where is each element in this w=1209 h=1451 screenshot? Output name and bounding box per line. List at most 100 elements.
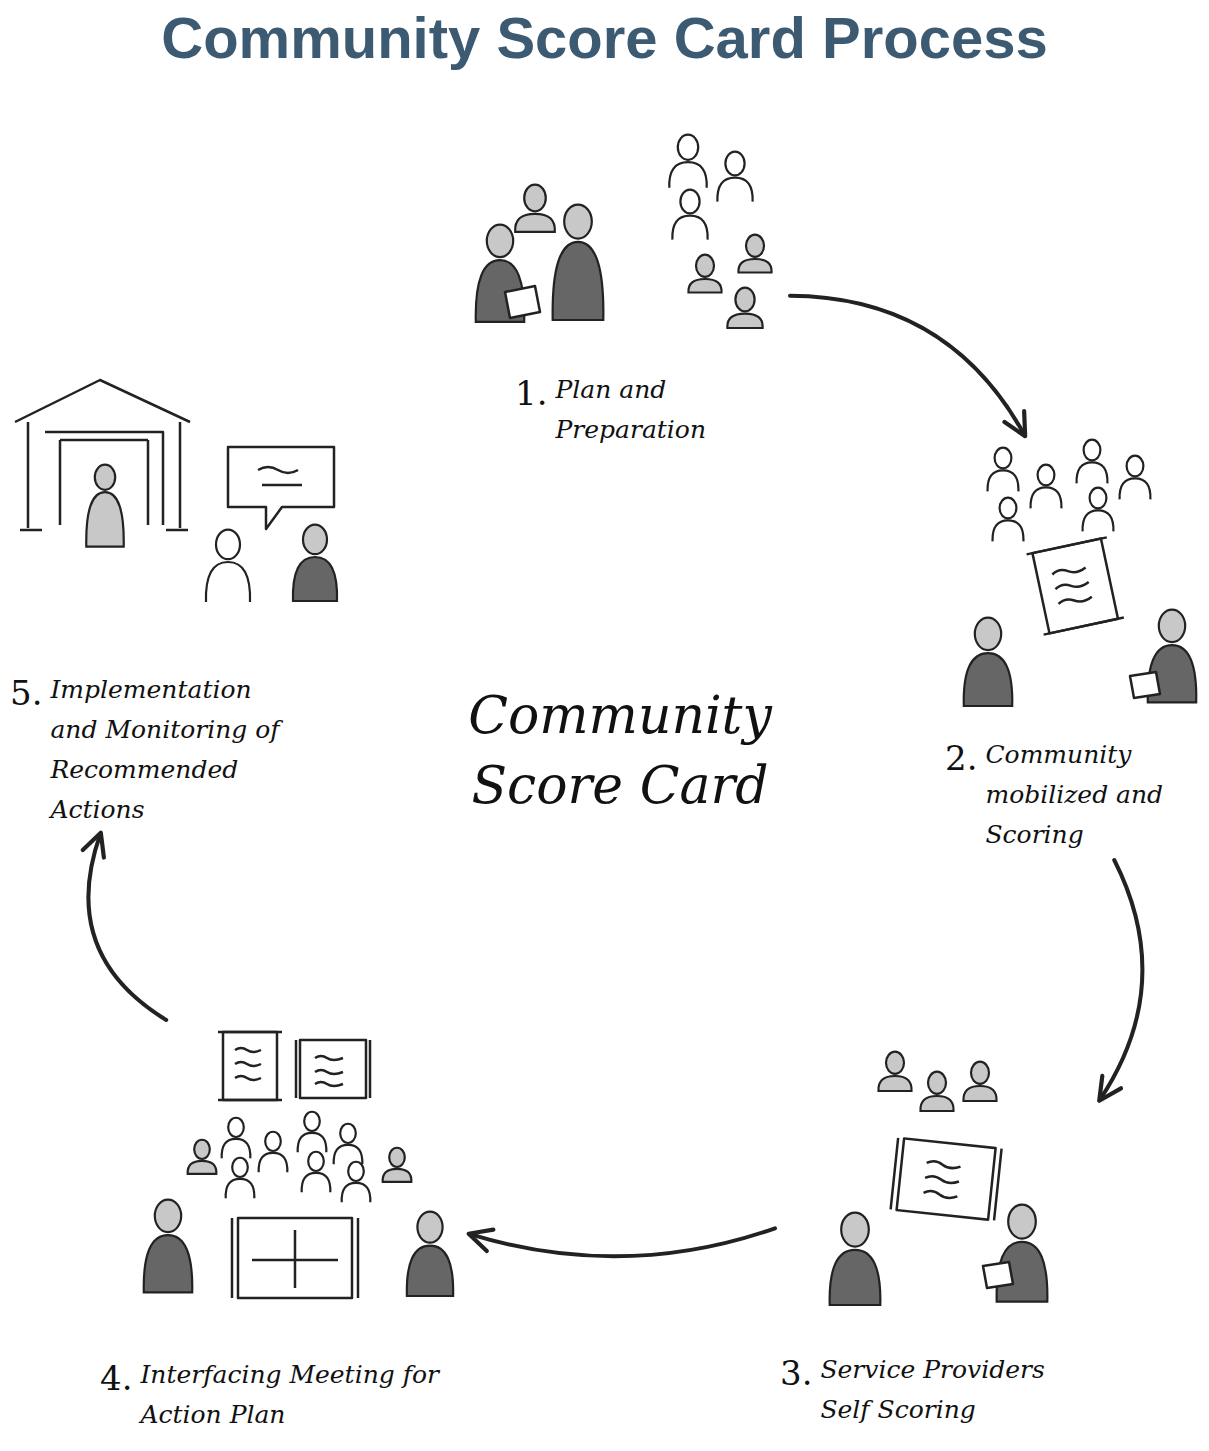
step-text: 4.Interfacing Meeting for Action Plan	[100, 1355, 440, 1435]
person-icon	[515, 185, 555, 232]
person-body	[688, 279, 721, 293]
person-icon	[1083, 488, 1114, 532]
person-head	[564, 205, 592, 239]
person-head	[995, 448, 1012, 469]
step-number: 3.	[780, 1356, 812, 1390]
person-body	[144, 1235, 193, 1292]
person-head	[232, 1158, 248, 1177]
person-icon	[878, 1052, 911, 1091]
person-icon	[206, 530, 250, 602]
person-icon	[717, 152, 752, 202]
person-head	[1038, 465, 1055, 486]
step-number: 1.	[515, 376, 547, 410]
person-icon	[144, 1200, 193, 1293]
person-icon	[1031, 465, 1062, 509]
person-icon	[738, 235, 771, 273]
person-icon	[727, 288, 762, 328]
cycle-arrow	[1100, 860, 1142, 1100]
person-body	[988, 470, 1019, 491]
person-icon	[293, 525, 337, 601]
person-icon	[259, 1132, 288, 1173]
person-head	[194, 1140, 210, 1159]
step-text: 1.Plan and Preparation	[515, 370, 735, 450]
step-label: Service Providers Self Scoring	[820, 1350, 1090, 1430]
cycle-arrow	[790, 296, 1024, 435]
speech-bubble	[228, 447, 334, 529]
speech-lines	[258, 467, 302, 485]
person-icon	[222, 1118, 251, 1159]
step-text: 2.Community mobilized and Scoring	[945, 735, 1190, 855]
step-number: 2.	[945, 741, 977, 775]
person-body	[738, 259, 771, 273]
person-head	[975, 618, 1001, 651]
person-body	[188, 1161, 217, 1174]
person-head	[524, 185, 546, 212]
person-icon	[383, 1148, 412, 1182]
person-icon	[298, 1112, 327, 1153]
person-head	[678, 135, 698, 160]
step-label: Plan and Preparation	[555, 370, 735, 450]
person-icon	[1120, 456, 1151, 500]
person-icon	[688, 255, 721, 293]
person-body	[878, 1076, 911, 1091]
person-body	[717, 178, 752, 202]
person-body	[1120, 478, 1151, 499]
person-body	[669, 162, 707, 188]
building	[20, 422, 188, 530]
person-body	[86, 492, 124, 546]
person-body	[383, 1169, 412, 1182]
person-head	[303, 525, 327, 555]
person-body	[226, 1179, 255, 1199]
person-head	[95, 465, 115, 490]
person-head	[308, 1152, 324, 1171]
person-head	[1084, 440, 1101, 461]
person-head	[1127, 456, 1144, 477]
person-body	[553, 242, 604, 320]
person-head	[886, 1052, 904, 1074]
process-step: 5.Implementation and Monitoring of Recom…	[8, 375, 350, 834]
person-body	[259, 1153, 288, 1173]
person-head	[304, 1112, 320, 1131]
process-step: 4.Interfacing Meeting for Action Plan	[95, 1020, 470, 1440]
person-head	[1090, 488, 1107, 509]
paper	[983, 1262, 1013, 1288]
step-number: 4.	[100, 1361, 132, 1395]
person-icon	[920, 1072, 953, 1111]
step-text: 3.Service Providers Self Scoring	[780, 1350, 1090, 1430]
person-icon	[830, 1213, 881, 1305]
person-icon	[1077, 440, 1108, 484]
person-body	[830, 1250, 881, 1305]
person-body	[293, 557, 337, 601]
person-head	[487, 225, 513, 258]
person-head	[696, 255, 714, 277]
diagram-title: Community Score Card Process	[0, 4, 1209, 71]
person-head	[389, 1148, 405, 1167]
person-body	[407, 1246, 453, 1296]
person-head	[265, 1132, 281, 1151]
person-icon	[988, 448, 1019, 492]
person-head	[735, 288, 754, 312]
step-label: Implementation and Monitoring of Recomme…	[50, 670, 300, 830]
person-head	[155, 1200, 181, 1233]
scroll	[891, 1138, 1002, 1220]
person-icon	[188, 1140, 217, 1174]
center-label: Community Score Card	[400, 680, 840, 820]
person-icon	[964, 618, 1013, 706]
person-icon	[997, 1205, 1048, 1302]
person-body	[993, 520, 1024, 541]
scroll	[1027, 537, 1124, 634]
cycle-arrow	[88, 834, 166, 1020]
person-body	[342, 1183, 371, 1203]
cycle-arrow	[470, 1228, 775, 1256]
scroll	[296, 1040, 370, 1098]
person-head	[971, 1062, 989, 1084]
step-label: Interfacing Meeting for Action Plan	[140, 1355, 440, 1435]
person-icon	[672, 190, 707, 240]
person-head	[928, 1072, 946, 1094]
paper	[505, 286, 540, 318]
person-body	[1077, 462, 1108, 483]
scroll	[218, 1032, 282, 1100]
action-plan-board	[232, 1218, 358, 1298]
person-icon	[302, 1152, 331, 1193]
